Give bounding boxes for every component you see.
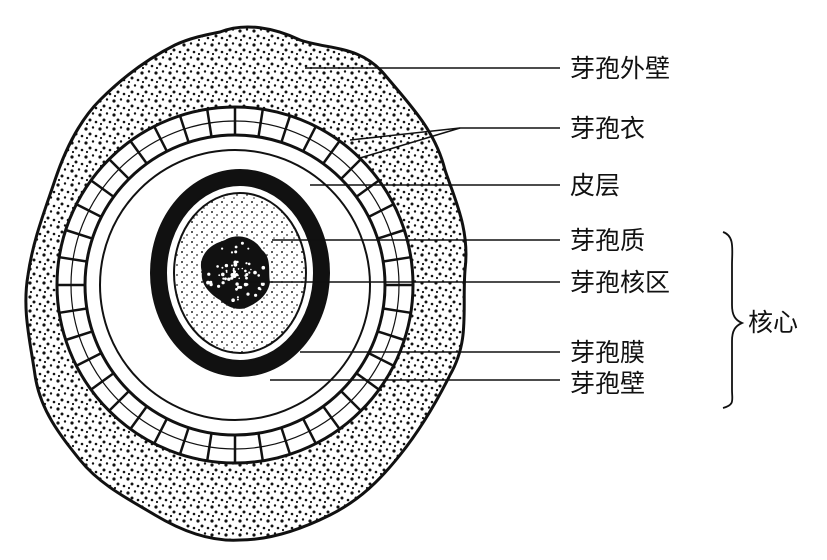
nucleoid-speckle <box>238 277 240 280</box>
core-brace <box>722 231 745 409</box>
label-core: 核心 <box>748 308 798 337</box>
nucleoid-speckle <box>218 274 221 277</box>
label-exosporium: 芽孢外壁 <box>570 54 670 83</box>
label-spore-wall: 芽孢壁 <box>570 369 645 398</box>
nucleoid-speckle <box>237 268 240 270</box>
nucleoid-speckle <box>240 241 244 245</box>
nucleoid-speckle <box>235 287 238 291</box>
nucleoid-speckle <box>222 277 225 280</box>
nucleoid-speckle <box>224 263 229 268</box>
nucleoid-speckle <box>221 247 224 250</box>
nucleoid-speckle <box>260 282 265 286</box>
nucleoid-speckle <box>207 272 211 276</box>
nucleoid-speckle <box>234 245 238 249</box>
spore-coat-mid-line <box>70 120 400 450</box>
nucleoid-speckle <box>217 284 221 288</box>
nucleoid-speckle <box>206 280 210 285</box>
label-spore-coat: 芽孢衣 <box>570 114 645 143</box>
spore-coat-segments <box>57 107 413 463</box>
nucleoid-speckle <box>231 298 235 303</box>
label-cortex: 皮层 <box>570 171 620 200</box>
nucleoid-speckle <box>231 264 233 267</box>
nucleoid-speckle <box>230 251 234 254</box>
nucleoid-speckle <box>227 277 231 281</box>
nucleoid-speckle <box>241 267 244 270</box>
nucleoid-speckle <box>245 262 248 265</box>
nucleoid-speckle <box>259 288 262 291</box>
nucleoid-speckle <box>216 265 219 268</box>
nucleoid-speckle <box>254 293 258 297</box>
label-nucleoid: 芽孢核区 <box>570 268 670 297</box>
nucleoid-speckle <box>245 283 249 286</box>
nucleoid-speckle <box>209 282 213 287</box>
nucleoid-speckle <box>234 250 238 254</box>
nucleoid-speckle <box>221 266 224 269</box>
nucleoid-speckle <box>236 296 239 299</box>
leader-spore-coat-a <box>349 127 461 141</box>
nucleoid-speckle <box>231 273 236 277</box>
nucleoid-speckle <box>232 270 236 274</box>
nucleoid-speckle <box>245 276 248 280</box>
nucleoid-speckle <box>236 274 239 277</box>
nucleoid-speckle <box>233 260 238 265</box>
nucleoid-speckle <box>232 267 235 270</box>
nucleoid-speckle <box>244 269 247 273</box>
nucleoid-speckle <box>247 262 251 266</box>
nucleoid-speckle <box>236 298 239 301</box>
leader-spore-coat-b <box>359 127 461 159</box>
nucleoid-speckle <box>224 277 227 281</box>
nucleoid-speckle <box>245 273 249 276</box>
nucleoid-speckle <box>230 276 234 280</box>
nucleoid-speckle <box>257 274 261 277</box>
nucleoid-texture <box>206 241 266 303</box>
nucleoid-speckle <box>248 271 251 274</box>
label-spore-membrane: 芽孢膜 <box>570 338 645 367</box>
nucleoid-speckle <box>225 269 228 272</box>
nucleoid-speckle <box>250 268 252 271</box>
nucleoid-speckle <box>247 247 250 250</box>
leader-lines <box>240 67 560 381</box>
nucleoid-speckle <box>237 285 241 289</box>
label-spore-cytoplasm: 芽孢质 <box>570 226 645 255</box>
nucleoid-speckle <box>235 282 239 286</box>
nucleoid-speckle <box>221 281 225 285</box>
nucleoid-speckle <box>225 271 228 273</box>
nucleoid-speckle <box>254 271 257 274</box>
nucleoid-speckle <box>221 272 225 277</box>
nucleoid-speckle <box>261 265 266 270</box>
nucleoid-speckle <box>246 292 250 296</box>
